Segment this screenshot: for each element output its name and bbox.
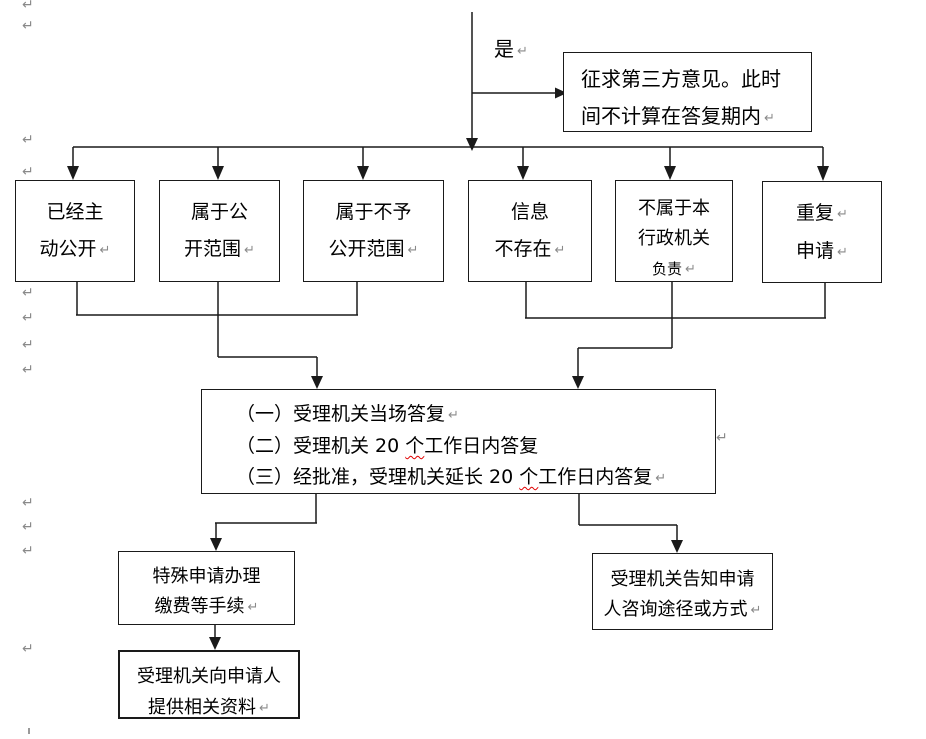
spellcheck-wavy-word: 个 (519, 466, 539, 488)
margin-paragraph-mark: ↵ (22, 310, 34, 326)
node-duplicate-application: 重复↵ 申请↵ (762, 181, 882, 283)
node-text-line: 不属于本 (638, 198, 710, 219)
node-non-public-scope: 属于不予 公开范围↵ (303, 180, 444, 282)
node-inform-channels: 受理机关告知申请 人咨询途径或方式↵ (592, 553, 773, 630)
margin-paragraph-mark: ↵ (22, 543, 34, 559)
margin-paragraph-mark: ↵ (22, 0, 34, 13)
margin-paragraph-mark: ↵ (22, 641, 34, 657)
node-text-line: 公开范围 (328, 238, 405, 260)
paragraph-mark: ↵ (837, 207, 848, 222)
paragraph-mark: ↵ (750, 603, 762, 618)
paragraph-mark: ↵ (764, 111, 775, 126)
node-text-line: 工作日内答复 (538, 466, 653, 488)
paragraph-mark: ↵ (247, 600, 259, 615)
node-already-public: 已经主 动公开↵ (15, 180, 135, 282)
margin-paragraph-mark: ↵ (716, 430, 728, 446)
paragraph-mark: ↵ (99, 243, 111, 258)
node-text-line: 工作日内答复 (424, 435, 539, 457)
margin-paragraph-mark: ↵ (22, 495, 34, 511)
paragraph-mark: ↵ (554, 243, 566, 258)
node-text-line: 不存在 (494, 238, 552, 260)
node-not-this-agency: 不属于本 行政机关 负责↵ (615, 180, 733, 282)
node-text-line: 属于不予 (335, 201, 412, 223)
node-special-fee-procedure: 特殊申请办理 缴费等手续↵ (118, 551, 295, 625)
node-text-line: 申请 (796, 240, 835, 262)
paragraph-mark: ↵ (244, 243, 255, 258)
node-public-scope: 属于公 开范围↵ (159, 180, 280, 282)
paragraph-mark: ↵ (407, 243, 419, 258)
node-text-line: 行政机关 (638, 228, 710, 249)
node-text-line: 动公开 (39, 238, 97, 260)
margin-paragraph-mark: ↵ (22, 18, 34, 34)
yes-branch-label: 是↵ (494, 33, 528, 62)
paragraph-mark: ↵ (448, 408, 459, 423)
stray-mark (28, 728, 30, 734)
node-text-line: 受理机关告知申请 (610, 569, 755, 590)
node-text-line: 人咨询途径或方式 (603, 599, 748, 620)
paragraph-mark: ↵ (655, 471, 667, 486)
margin-paragraph-mark: ↵ (22, 285, 34, 301)
node-text-line: 已经主 (46, 201, 104, 223)
node-text-line: 开范围 (184, 238, 242, 260)
node-text-line: 属于公 (190, 201, 248, 223)
node-text-line: （二）受理机关 20 (236, 435, 406, 457)
node-text-line: 间不计算在答复期内 (581, 104, 761, 128)
node-text-line: （三）经批准，受理机关延长 20 (236, 466, 520, 488)
yes-text: 是 (494, 37, 514, 61)
margin-paragraph-mark: ↵ (22, 132, 34, 148)
node-text-line: （一）受理机关当场答复 (236, 403, 446, 425)
node-reply-rules: （一）受理机关当场答复↵ （二）受理机关 20 个工作日内答复 （三）经批准，受… (201, 389, 716, 494)
node-third-party-opinion: 征求第三方意见。此时 间不计算在答复期内↵ (563, 52, 812, 132)
node-text-line: 负责 (652, 260, 683, 278)
margin-paragraph-mark: ↵ (22, 362, 34, 378)
margin-paragraph-mark: ↵ (22, 164, 34, 180)
paragraph-mark: ↵ (837, 245, 848, 260)
node-text-line: 重复 (796, 202, 835, 224)
node-text-line: 信息 (510, 201, 549, 223)
node-text-line: 征求第三方意见。此时 (581, 67, 781, 91)
node-text-line: 受理机关向申请人 (137, 666, 281, 687)
node-text-line: 特殊申请办理 (152, 566, 261, 587)
node-provide-materials: 受理机关向申请人 提供相关资料↵ (118, 650, 300, 719)
node-text-line: 缴费等手续 (154, 596, 245, 617)
margin-paragraph-mark: ↵ (22, 519, 34, 535)
paragraph-mark: ↵ (685, 262, 696, 277)
paragraph-mark: ↵ (259, 701, 270, 716)
node-text-line: 提供相关资料 (148, 697, 257, 718)
margin-paragraph-mark: ↵ (22, 337, 34, 353)
node-info-not-exist: 信息 不存在↵ (468, 180, 592, 282)
spellcheck-wavy-word: 个 (405, 435, 425, 457)
paragraph-mark: ↵ (517, 44, 528, 59)
